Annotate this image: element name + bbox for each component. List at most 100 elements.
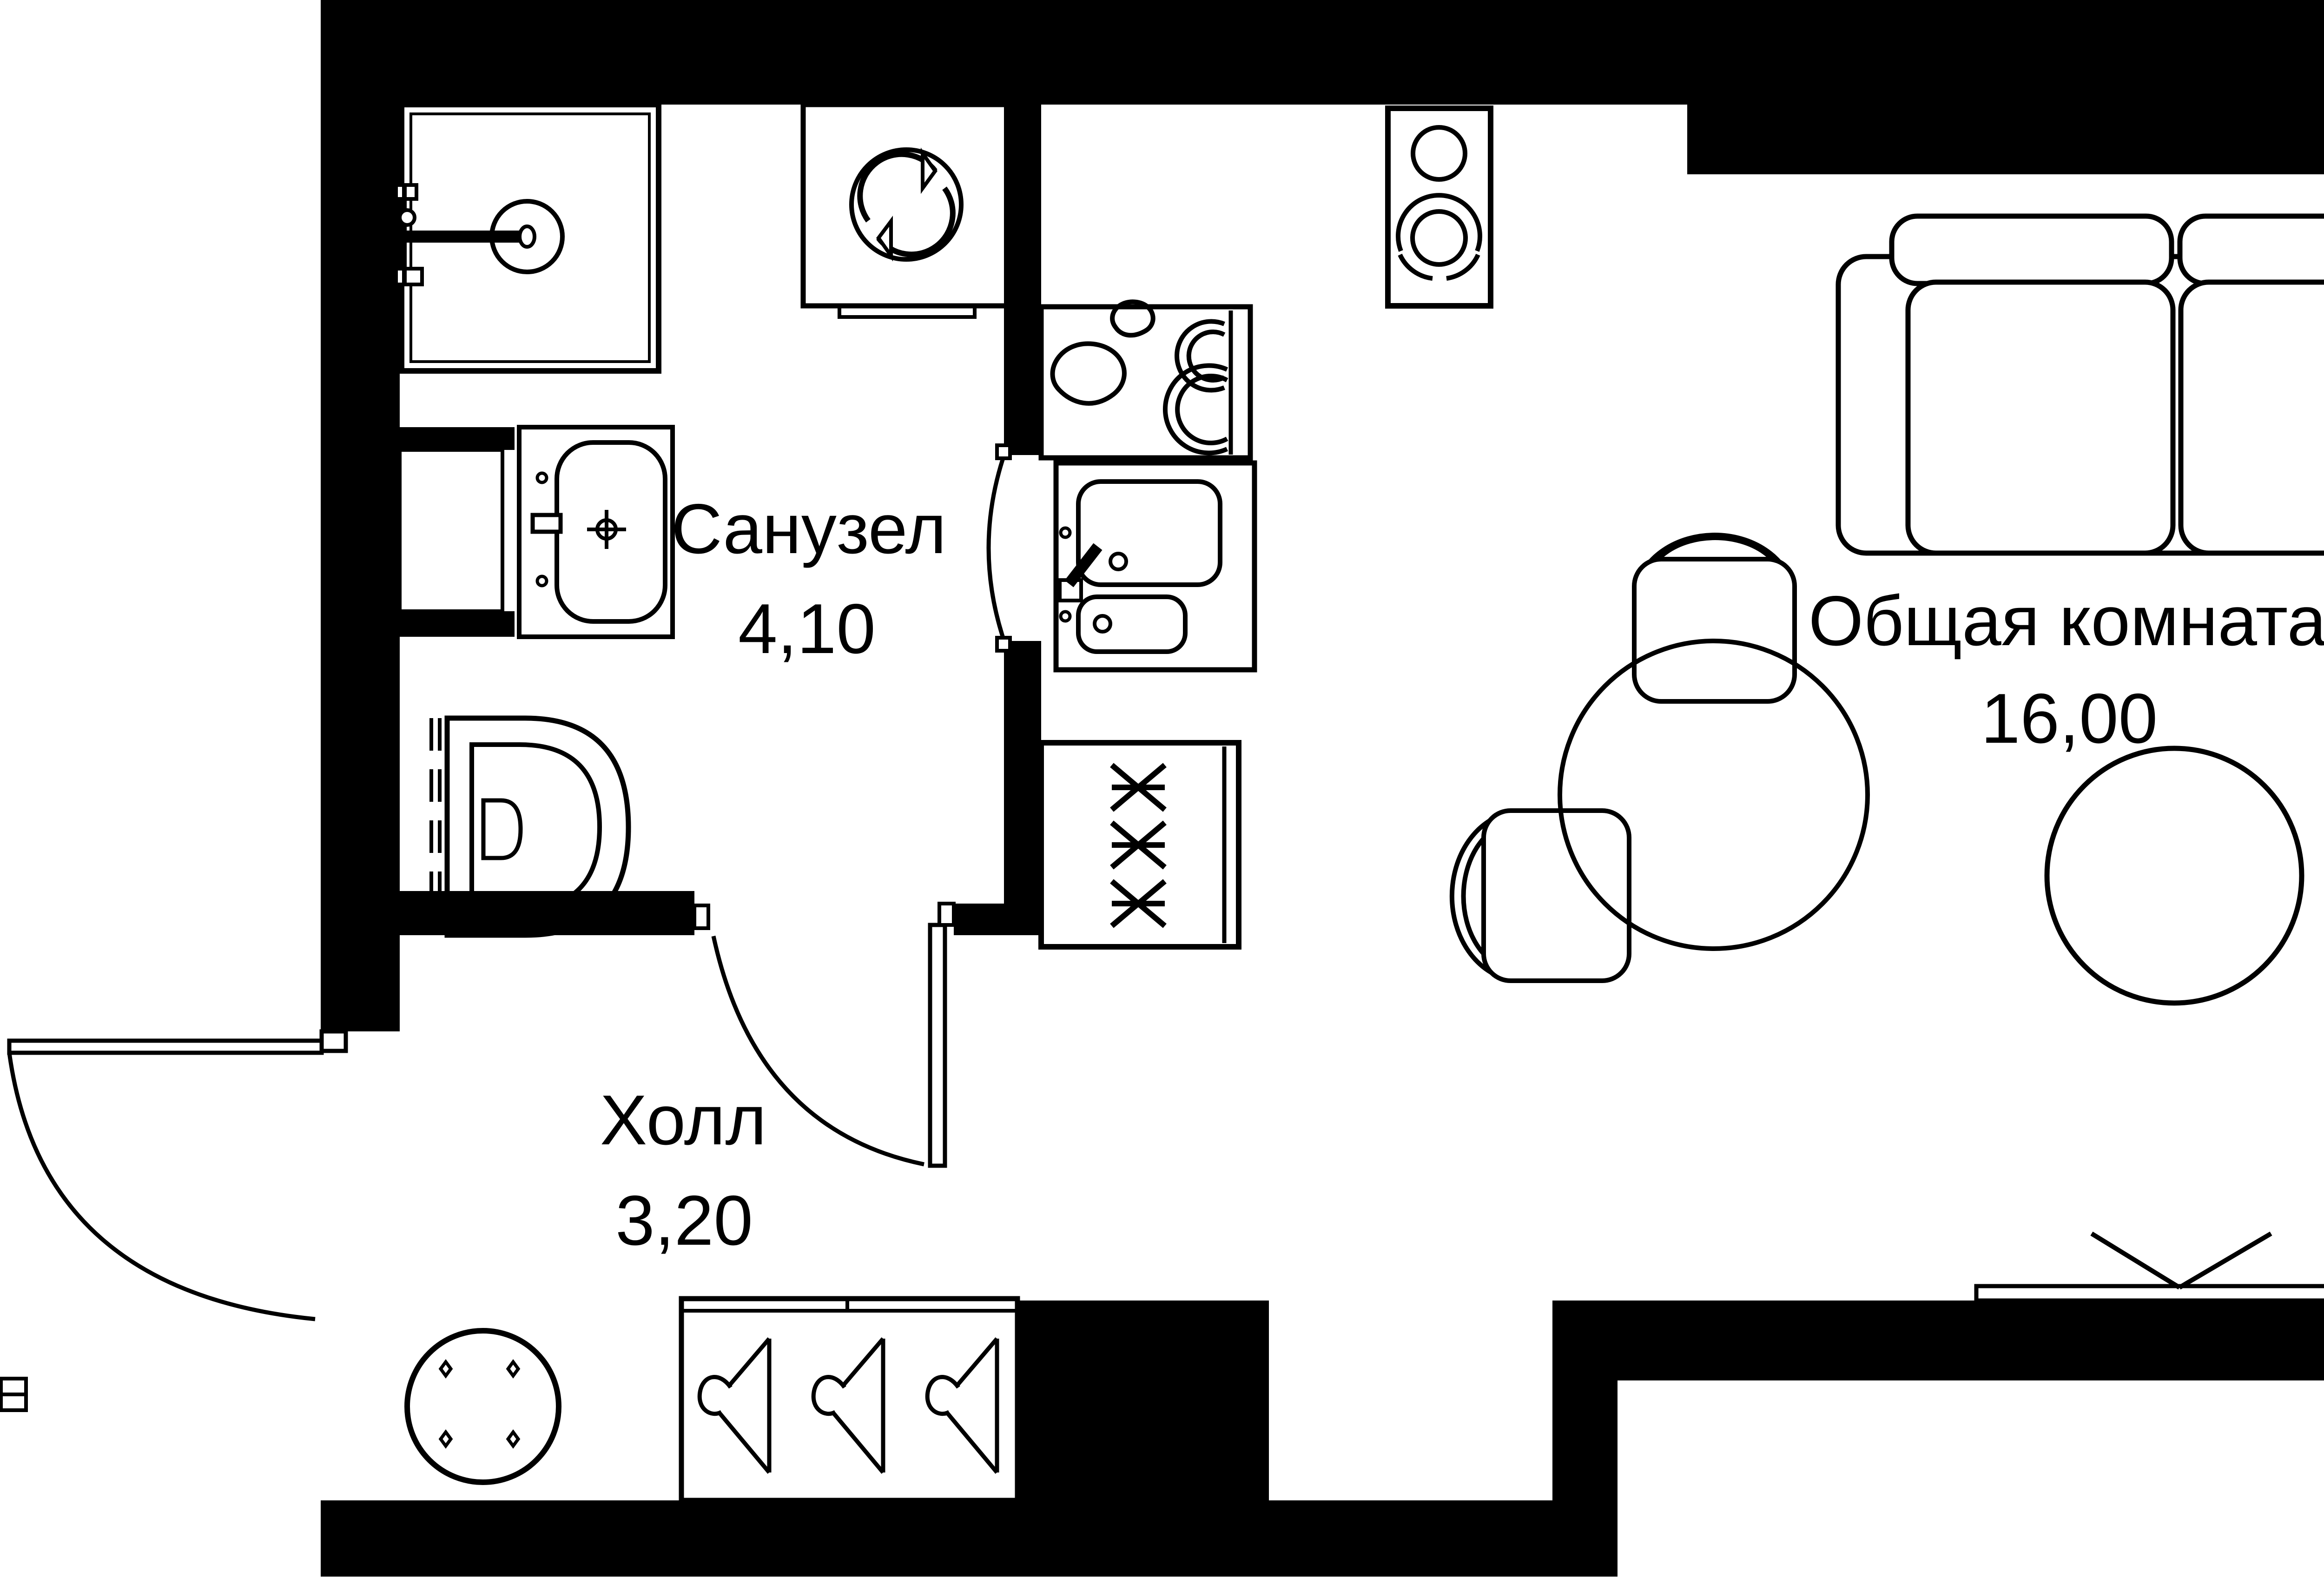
entrance-door-swing-arc xyxy=(7,1052,316,1321)
washing-machine-lip xyxy=(838,304,977,319)
shower-mixer-bottom xyxy=(394,267,424,286)
chair-top-seat xyxy=(1632,557,1797,704)
freezer-star-2 xyxy=(1110,820,1167,870)
toilet-bowl-outer xyxy=(444,715,631,938)
walls xyxy=(321,0,2324,1577)
vent-marker-line-right xyxy=(2178,1231,2272,1290)
table-marker-2 xyxy=(506,1359,521,1379)
drainer-circle-1-inner xyxy=(1186,330,1226,383)
bathroom-door-jamb-stub xyxy=(938,902,956,927)
rug-icon xyxy=(2044,746,2304,1006)
wall-hall-bottom xyxy=(321,1500,1618,1577)
living-room-furniture xyxy=(1449,213,2324,1303)
hanger-1 xyxy=(697,1337,772,1474)
kitchen-sink-drain-main xyxy=(1109,552,1128,571)
shower-arm-knob xyxy=(518,224,536,249)
washing-machine-arrow-head-1 xyxy=(921,147,938,194)
sofa-body xyxy=(1835,254,2324,556)
freezer-body xyxy=(1038,740,1241,950)
kitchen-sink-icon xyxy=(1053,460,1257,673)
drainer-circle-1-outer xyxy=(1175,319,1225,393)
label-bathroom-name: Санузел xyxy=(671,489,946,568)
washing-machine-arrow-top xyxy=(857,151,938,223)
washing-machine-arrow-head-2 xyxy=(876,216,893,262)
entrance-door-leaf xyxy=(7,1038,324,1055)
bathroom-door-jamb-wall xyxy=(693,904,710,930)
hanger-3 xyxy=(925,1337,999,1474)
hob-body xyxy=(1385,106,1493,309)
kitchen-sink-basin-main xyxy=(1076,479,1222,587)
kitchen-sink-basin-small xyxy=(1076,594,1188,654)
sofa-back-cushion-left xyxy=(1889,213,2174,286)
kitchen-fixtures xyxy=(1038,106,1493,950)
hanger-2 xyxy=(811,1337,885,1474)
wall-left xyxy=(321,0,400,1031)
table-marker-3 xyxy=(438,1429,453,1449)
kitchen-sink-counter xyxy=(1053,460,1257,673)
chair-icon-top xyxy=(1632,533,1797,704)
washing-machine-body xyxy=(800,102,1012,309)
shaft-nib-top xyxy=(400,427,515,450)
table-marker-4 xyxy=(506,1429,521,1449)
water-drop-large xyxy=(1050,341,1127,406)
wall-divider-stub xyxy=(954,904,1041,935)
chair-icon-left xyxy=(1449,808,1631,983)
vent-marker-line-left xyxy=(2090,1231,2181,1290)
doors xyxy=(0,443,1012,1412)
table-marker-1 xyxy=(438,1359,453,1379)
sofa-seat-left xyxy=(1905,279,2176,556)
sink-basin xyxy=(555,440,667,624)
shower-cabin-icon xyxy=(394,102,661,374)
sofa-icon xyxy=(1835,213,2324,556)
wall-top-living xyxy=(1687,0,2324,174)
entrance-door-jamb xyxy=(319,1029,348,1053)
wall-divider-lower xyxy=(1004,641,1041,904)
divider-opening-arc xyxy=(986,457,1005,639)
wardrobe-body xyxy=(679,1296,1020,1503)
bathroom-fixtures xyxy=(394,102,1012,938)
toilet-flush-button xyxy=(481,798,523,860)
divider-opening-jamb-top xyxy=(995,443,1012,460)
hob-burner-inner xyxy=(1410,209,1468,267)
chair-left-back-arc-outer xyxy=(1449,810,1511,982)
label-bathroom-area: 4,10 xyxy=(738,589,876,668)
freezer-star-1 xyxy=(1110,763,1167,812)
sink-counter xyxy=(517,425,675,639)
vent-marker-base xyxy=(1974,1284,2324,1303)
kitchen-screw-top xyxy=(1059,526,1072,539)
label-living-area: 16,00 xyxy=(1981,679,2158,758)
wall-bath-bottom xyxy=(400,891,694,935)
washing-machine-arrow-bottom xyxy=(876,186,956,257)
freezer-star-3 xyxy=(1110,879,1167,928)
washing-machine-drum xyxy=(849,147,964,262)
sink-tap-handle xyxy=(530,513,563,534)
bathroom-door-leaf xyxy=(928,923,947,1168)
hall-furniture xyxy=(404,1296,1020,1503)
hob-burner-ring-top xyxy=(1396,193,1482,252)
toilet-bowl-inner xyxy=(469,742,602,911)
wall-wardrobe-right-block xyxy=(1017,1301,1269,1577)
round-table-icon xyxy=(404,1328,561,1485)
chair-left-seat xyxy=(1481,808,1631,983)
wall-top-main xyxy=(321,0,1687,105)
label-hall-area: 3,20 xyxy=(615,1181,753,1260)
label-living-name: Общая комната xyxy=(1809,581,2324,660)
shower-outer xyxy=(399,102,661,374)
sink-screw-top xyxy=(535,471,548,484)
kitchen-drainer-icon xyxy=(1038,299,1253,461)
sofa-seat-right xyxy=(2178,279,2324,556)
bathroom-sink-icon xyxy=(517,425,675,639)
round-table-top xyxy=(404,1328,561,1485)
kitchen-sink-drain-small xyxy=(1093,614,1112,634)
dining-table-icon xyxy=(1558,639,1870,951)
drainer-circle-2-outer xyxy=(1163,363,1228,456)
divider-opening-jamb-bottom xyxy=(995,636,1012,653)
hob-burner-ring-bottom-left xyxy=(1398,253,1433,281)
kitchen-screw-bottom xyxy=(1059,610,1072,623)
sofa-back-cushion-right xyxy=(2177,213,2324,286)
wall-living-bottom xyxy=(1552,1301,2324,1380)
drainer-circle-2-inner xyxy=(1175,374,1228,445)
room-labels: Санузел 4,10 Холл 3,20 Общая комната 16,… xyxy=(600,489,2324,1260)
kitchen-tap-spout xyxy=(1064,543,1103,588)
